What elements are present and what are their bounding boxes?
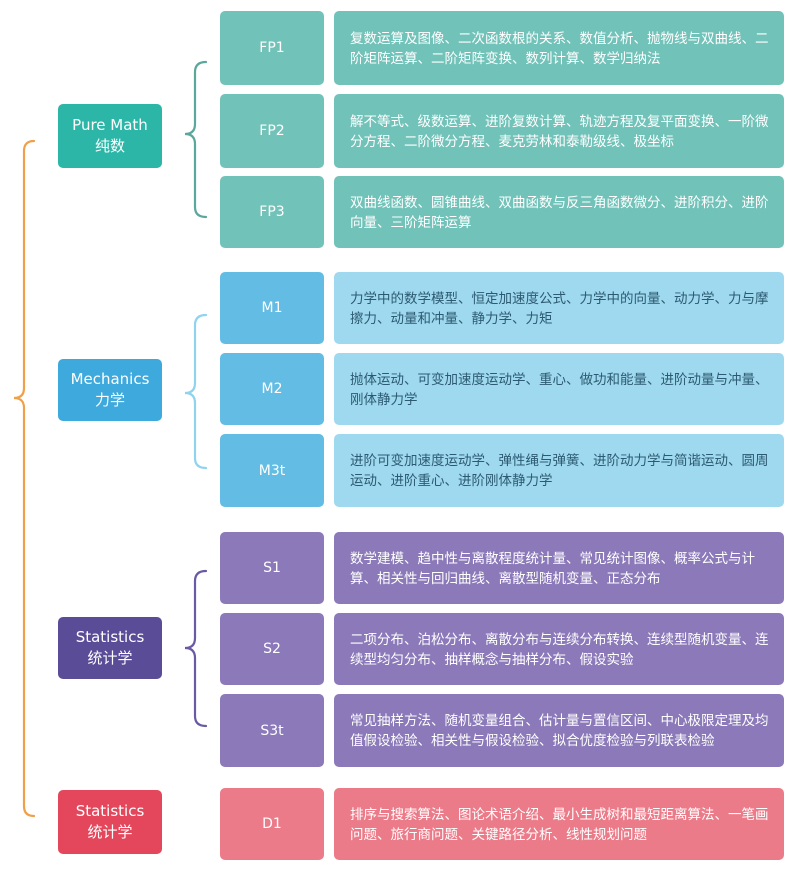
module-topics-d1: 排序与搜索算法、图论术语介绍、最小生成树和最短距离算法、一笔画问题、旅行商问题、… bbox=[334, 788, 784, 860]
module-topics: 抛体运动、可变加速度运动学、重心、做功和能量、进阶动量与冲量、刚体静力学 bbox=[350, 371, 769, 408]
module-code: S1 bbox=[263, 560, 281, 576]
outer-bracket bbox=[13, 139, 36, 818]
module-topics-s1: 数学建模、趋中性与离散程度统计量、常见统计图像、概率公式与计算、相关性与回归曲线… bbox=[334, 532, 784, 604]
category-label-zh: 力学 bbox=[94, 391, 125, 409]
category-label-zh: 纯数 bbox=[94, 137, 125, 155]
category-label-en: Mechanics bbox=[70, 370, 150, 388]
module-topics: 双曲线函数、圆锥曲线、双曲函数与反三角函数微分、进阶积分、进阶向量、三阶矩阵运算 bbox=[350, 194, 769, 231]
module-code: M1 bbox=[261, 300, 283, 316]
group-bracket-statistics bbox=[184, 569, 208, 728]
module-topics: 数学建模、趋中性与离散程度统计量、常见统计图像、概率公式与计算、相关性与回归曲线… bbox=[350, 550, 755, 587]
module-code-m2: M2 bbox=[220, 353, 324, 425]
module-topics-m2: 抛体运动、可变加速度运动学、重心、做功和能量、进阶动量与冲量、刚体静力学 bbox=[334, 353, 784, 425]
module-topics-m3t: 进阶可变加速度运动学、弹性绳与弹簧、进阶动力学与简谐运动、圆周运动、进阶重心、进… bbox=[334, 434, 784, 507]
category-label-zh: 统计学 bbox=[87, 823, 133, 841]
module-code-s2: S2 bbox=[220, 613, 324, 685]
module-code: M2 bbox=[261, 381, 283, 397]
module-code-s3t: S3t bbox=[220, 694, 324, 767]
module-code-m1: M1 bbox=[220, 272, 324, 344]
module-topics: 解不等式、级数运算、进阶复数计算、轨迹方程及复平面变换、一阶微分方程、二阶微分方… bbox=[350, 113, 769, 150]
group-bracket-pure-math bbox=[184, 60, 208, 219]
module-topics-s2: 二项分布、泊松分布、离散分布与连续分布转换、连续型随机变量、连续型均匀分布、抽样… bbox=[334, 613, 784, 685]
module-code-fp2: FP2 bbox=[220, 94, 324, 168]
category-statistics: Statistics 统计学 bbox=[58, 617, 162, 679]
category-label-en: Pure Math bbox=[72, 116, 148, 134]
module-code-m3t: M3t bbox=[220, 434, 324, 507]
module-topics: 复数运算及图像、二次函数根的关系、数值分析、抛物线与双曲线、二阶矩阵运算、二阶矩… bbox=[350, 30, 769, 67]
category-label-zh: 统计学 bbox=[87, 649, 133, 667]
module-topics: 进阶可变加速度运动学、弹性绳与弹簧、进阶动力学与简谐运动、圆周运动、进阶重心、进… bbox=[350, 453, 769, 489]
module-topics-fp1: 复数运算及图像、二次函数根的关系、数值分析、抛物线与双曲线、二阶矩阵运算、二阶矩… bbox=[334, 11, 784, 85]
module-topics: 力学中的数学模型、恒定加速度公式、力学中的向量、动力学、力与摩擦力、动量和冲量、… bbox=[350, 290, 769, 327]
category-label-en: Statistics bbox=[75, 802, 145, 820]
module-code: FP2 bbox=[259, 123, 285, 139]
module-code: S2 bbox=[263, 641, 281, 657]
category-decision: Statistics 统计学 bbox=[58, 790, 162, 854]
group-bracket-mechanics bbox=[184, 313, 208, 470]
module-code-fp1: FP1 bbox=[220, 11, 324, 85]
category-mechanics: Mechanics 力学 bbox=[58, 359, 162, 421]
module-code-s1: S1 bbox=[220, 532, 324, 604]
module-code-fp3: FP3 bbox=[220, 176, 324, 248]
category-label-en: Statistics bbox=[75, 628, 145, 646]
module-code: M3t bbox=[258, 462, 286, 479]
module-topics-fp2: 解不等式、级数运算、进阶复数计算、轨迹方程及复平面变换、一阶微分方程、二阶微分方… bbox=[334, 94, 784, 168]
module-topics: 常见抽样方法、随机变量组合、估计量与置信区间、中心极限定理及均值假设检验、相关性… bbox=[350, 713, 769, 749]
module-code: D1 bbox=[262, 816, 282, 832]
module-code-d1: D1 bbox=[220, 788, 324, 860]
module-topics: 排序与搜索算法、图论术语介绍、最小生成树和最短距离算法、一笔画问题、旅行商问题、… bbox=[350, 806, 769, 843]
module-code: FP3 bbox=[259, 204, 285, 220]
module-topics-fp3: 双曲线函数、圆锥曲线、双曲函数与反三角函数微分、进阶积分、进阶向量、三阶矩阵运算 bbox=[334, 176, 784, 248]
module-code: FP1 bbox=[259, 40, 285, 56]
module-topics-m1: 力学中的数学模型、恒定加速度公式、力学中的向量、动力学、力与摩擦力、动量和冲量、… bbox=[334, 272, 784, 344]
category-pure-math: Pure Math 纯数 bbox=[58, 104, 162, 168]
module-topics: 二项分布、泊松分布、离散分布与连续分布转换、连续型随机变量、连续型均匀分布、抽样… bbox=[350, 631, 769, 668]
module-topics-s3t: 常见抽样方法、随机变量组合、估计量与置信区间、中心极限定理及均值假设检验、相关性… bbox=[334, 694, 784, 767]
module-code: S3t bbox=[260, 722, 284, 739]
